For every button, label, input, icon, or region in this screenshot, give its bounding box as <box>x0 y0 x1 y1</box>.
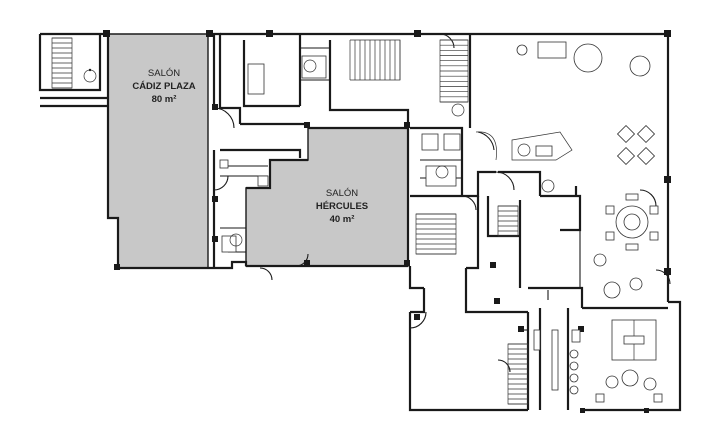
wheelchair-icon <box>83 59 531 247</box>
inner-lines <box>213 33 671 373</box>
lobby-furniture <box>219 41 663 403</box>
room-line1: SALÓN <box>326 188 358 199</box>
room-name: HÉRCULES <box>316 201 368 212</box>
stairs <box>51 37 529 405</box>
label-hercules: SALÓN HÉRCULES 40 m² <box>316 188 368 225</box>
room-area: 40 m² <box>330 214 355 225</box>
room-line1: SALÓN <box>148 68 180 79</box>
room-area: 80 m² <box>152 94 177 105</box>
walls <box>38 32 682 412</box>
label-cadiz-plaza: SALÓN CÁDIZ PLAZA 80 m² <box>132 68 195 105</box>
room-name: CÁDIZ PLAZA <box>132 81 195 92</box>
pillars <box>103 30 671 413</box>
